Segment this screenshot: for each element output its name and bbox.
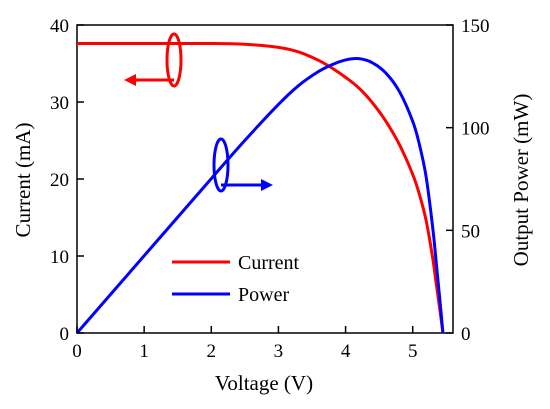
x-tick-label: 2: [207, 341, 217, 362]
y2-tick-label: 0: [461, 324, 471, 345]
y2-axis-title: Output Power (mW): [509, 94, 533, 267]
current-annotation-arrowhead: [124, 74, 136, 86]
legend-label-power: Power: [238, 284, 289, 306]
x-tick-label: 4: [341, 341, 351, 362]
y2-tick-label: 50: [461, 221, 480, 242]
series-power-line: [75, 57, 445, 334]
y-tick-label: 40: [50, 16, 69, 37]
x-tick-label: 3: [274, 341, 284, 362]
y-tick-label: 0: [60, 324, 70, 345]
current-annotation-loop: [165, 32, 183, 88]
power-annotation-loop: [212, 137, 230, 193]
x-tick-label: 0: [72, 341, 82, 362]
series-layer: [75, 41, 445, 334]
series-current-line: [77, 41, 445, 334]
y-tick-label: 20: [50, 170, 69, 191]
x-tick-label: 1: [139, 341, 149, 362]
y2-tick-label: 150: [461, 16, 490, 37]
x-axis-title: Voltage (V): [215, 371, 313, 395]
y-tick-label: 10: [50, 247, 69, 268]
y-tick-label: 30: [50, 93, 69, 114]
y2-tick-label: 100: [461, 119, 490, 140]
annotation-layer: [124, 32, 273, 193]
y-axis-title: Current (mA): [11, 123, 35, 238]
x-tick-label: 5: [408, 341, 418, 362]
legend-label-current: Current: [238, 252, 300, 274]
power-annotation-arrowhead: [261, 179, 273, 191]
